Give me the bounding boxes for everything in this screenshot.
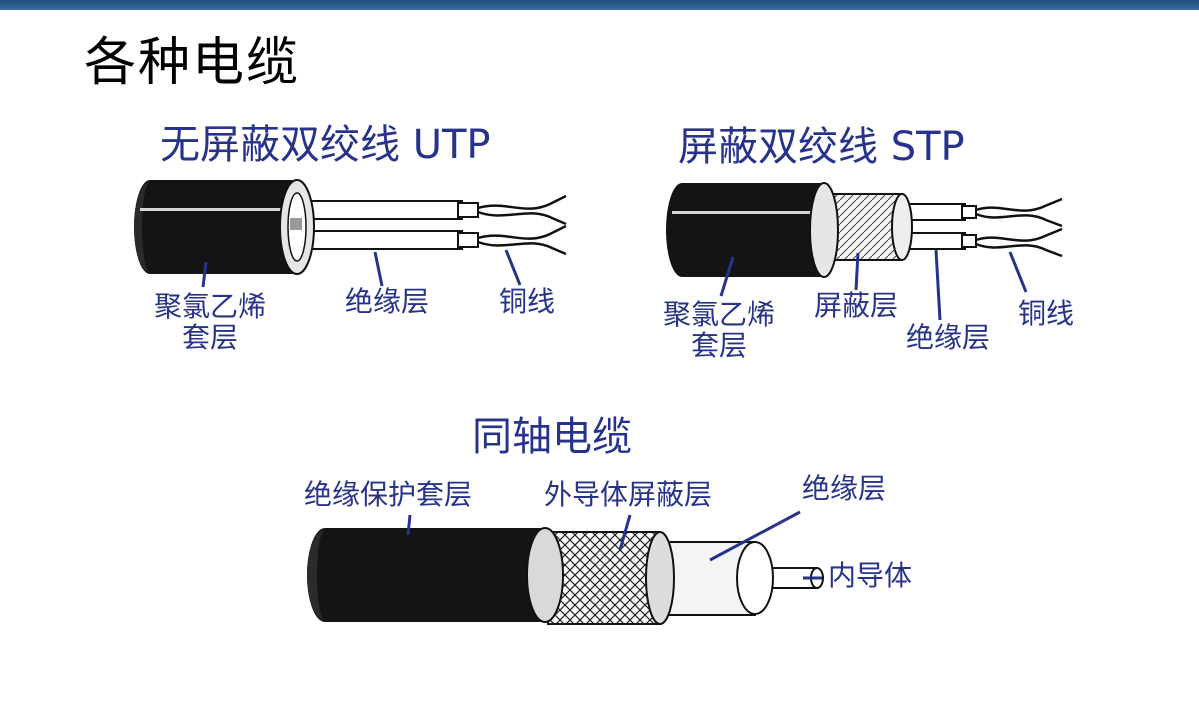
utp-jacket-label: 聚氯乙烯 套层	[146, 290, 274, 354]
coax-insulation-label: 绝缘层	[802, 472, 887, 505]
utp-wire	[299, 200, 479, 250]
coax-cable	[307, 510, 824, 625]
coax-insulation	[659, 541, 774, 616]
stp-jacket	[666, 182, 839, 278]
stp-insulation-label: 绝缘层	[906, 321, 991, 354]
utp-title: 无屏蔽双绞线 UTP	[160, 122, 491, 168]
stp-shield-label: 屏蔽层	[814, 289, 899, 322]
stp-copper-strands	[975, 197, 1063, 258]
stp-jacket-label: 聚氯乙烯 套层	[654, 298, 784, 362]
stp-jacket-label-line1: 聚氯乙烯	[662, 298, 775, 331]
utp-copper-strands	[477, 194, 567, 256]
utp-cable	[134, 179, 567, 288]
utp-jacket	[134, 179, 315, 275]
utp-leader-lines	[201, 249, 522, 288]
coax-outer-shield-label: 外导体屏蔽层	[544, 478, 713, 511]
stp-title: 屏蔽双绞线 STP	[678, 124, 965, 170]
top-bar	[0, 0, 1199, 10]
stp-jacket-label-line2: 套层	[690, 328, 747, 362]
stp-copper-label: 铜线	[1018, 297, 1075, 330]
coax-title: 同轴电缆	[472, 414, 632, 460]
utp-insulation-label: 绝缘层	[345, 285, 430, 318]
stp-cable	[666, 182, 1063, 321]
utp-jacket-label-line2: 套层	[181, 320, 238, 354]
stp-leader-lines	[719, 249, 1028, 321]
utp-copper-label: 铜线	[499, 285, 556, 318]
coax-leader-lines	[406, 510, 822, 580]
coax-jacket	[307, 527, 564, 623]
slide-title: 各种电缆	[84, 33, 301, 93]
coax-jacket-label: 绝缘保护套层	[304, 478, 473, 511]
coax-braid	[547, 531, 675, 625]
coax-inner-conductor-label: 内导体	[828, 559, 913, 592]
utp-jacket-label-line1: 聚氯乙烯	[153, 290, 266, 323]
